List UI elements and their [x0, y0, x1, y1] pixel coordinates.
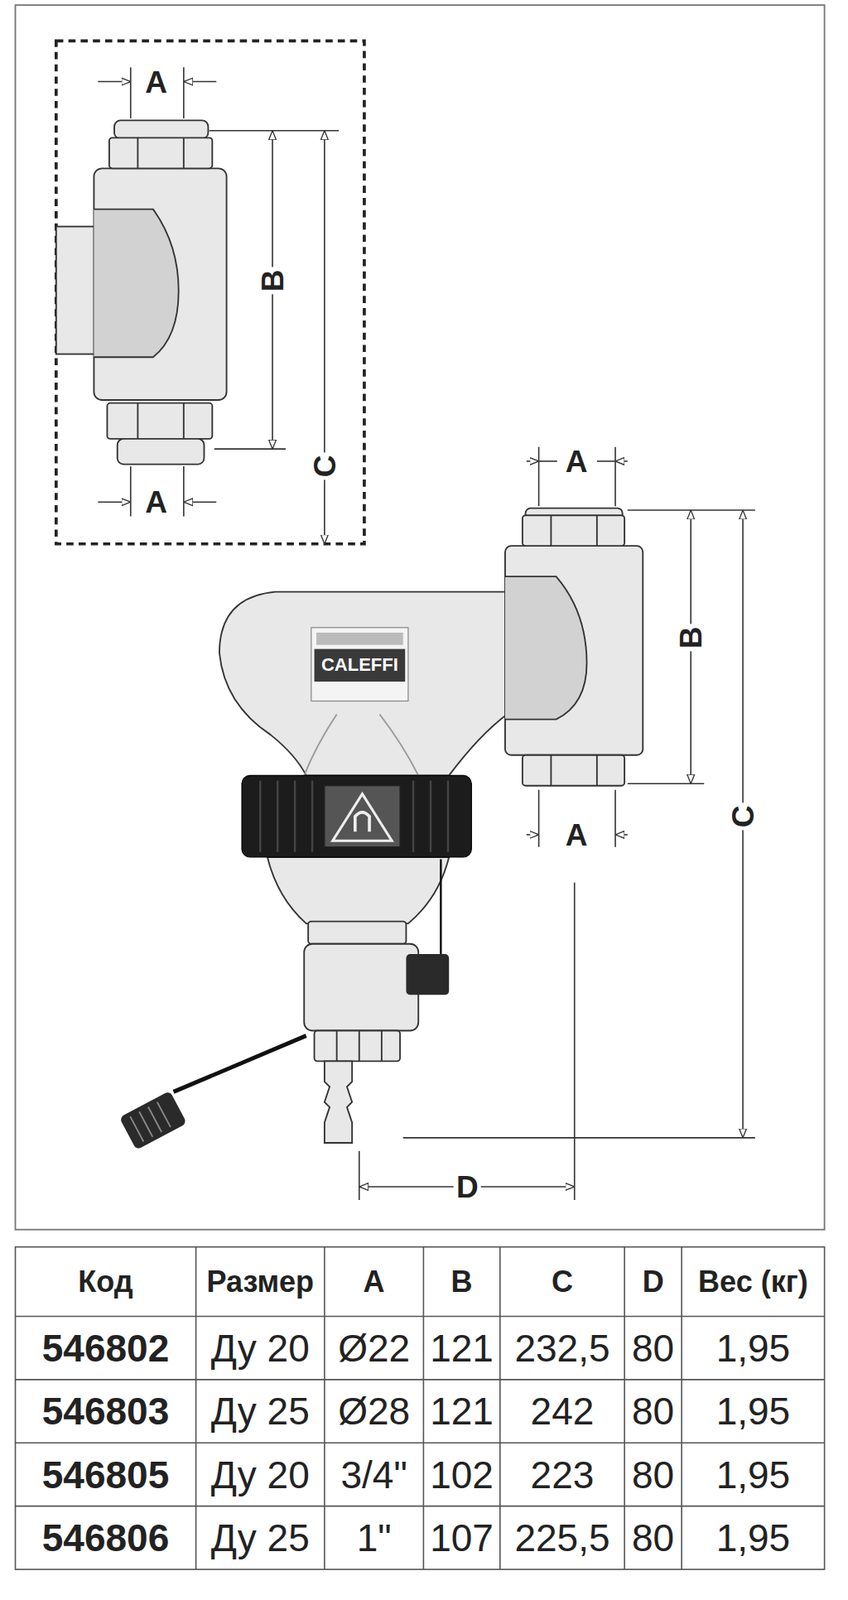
table-cell: 121 [429, 1329, 494, 1368]
dimension-letter: C [727, 802, 760, 830]
table-cell: Ду 25 [211, 1518, 310, 1557]
table-cell: 242 [530, 1392, 595, 1431]
table-cell: 80 [631, 1329, 675, 1368]
table-cell: 223 [530, 1455, 595, 1494]
table-cell: 1,95 [716, 1518, 791, 1557]
table-header: Вес (кг) [698, 1267, 809, 1297]
table-cell: 107 [429, 1518, 494, 1557]
table-cell: Ду 20 [211, 1329, 310, 1368]
dimension-letter: B [256, 266, 290, 294]
dimension-letter: C [308, 452, 341, 481]
table-cell: Ду 20 [211, 1455, 310, 1494]
table-cell: Ø28 [337, 1392, 410, 1431]
dimension-letter: A [563, 444, 591, 477]
dimension-letter: A [142, 65, 170, 98]
table-cell: 546805 [42, 1455, 170, 1494]
table-cell: 1,95 [716, 1392, 791, 1431]
dimension-letter: A [563, 818, 591, 851]
table-header: Размер [206, 1267, 314, 1297]
table-header: C [551, 1267, 574, 1297]
table-cell: 546806 [42, 1518, 170, 1557]
table-cell: 1" [356, 1518, 392, 1557]
table-cell: Ø22 [337, 1329, 410, 1368]
table-cell: 121 [429, 1392, 494, 1431]
table-cell: 80 [631, 1392, 675, 1431]
table-cell: 80 [631, 1455, 675, 1494]
table-cell: 546803 [42, 1392, 170, 1431]
table-cell: Ду 25 [211, 1392, 310, 1431]
dimension-letter: D [453, 1170, 482, 1204]
dimension-letter: B [674, 624, 708, 652]
table-header: D [642, 1267, 665, 1297]
table-header: A [363, 1267, 386, 1297]
table-cell: 80 [631, 1518, 675, 1557]
table-cell: 546802 [42, 1329, 170, 1368]
table-cell: 3/4" [340, 1455, 407, 1494]
table-cell: 1,95 [716, 1329, 791, 1368]
table-cell: 102 [429, 1455, 494, 1494]
table-cell: 1,95 [716, 1455, 791, 1494]
dimension-letter: A [142, 486, 170, 519]
table-cell: 225,5 [514, 1518, 610, 1557]
brand-logo: CALEFFI [321, 655, 399, 675]
table-header: B [451, 1267, 473, 1297]
table-cell: 232,5 [514, 1329, 610, 1368]
table-header: Код [77, 1267, 133, 1297]
